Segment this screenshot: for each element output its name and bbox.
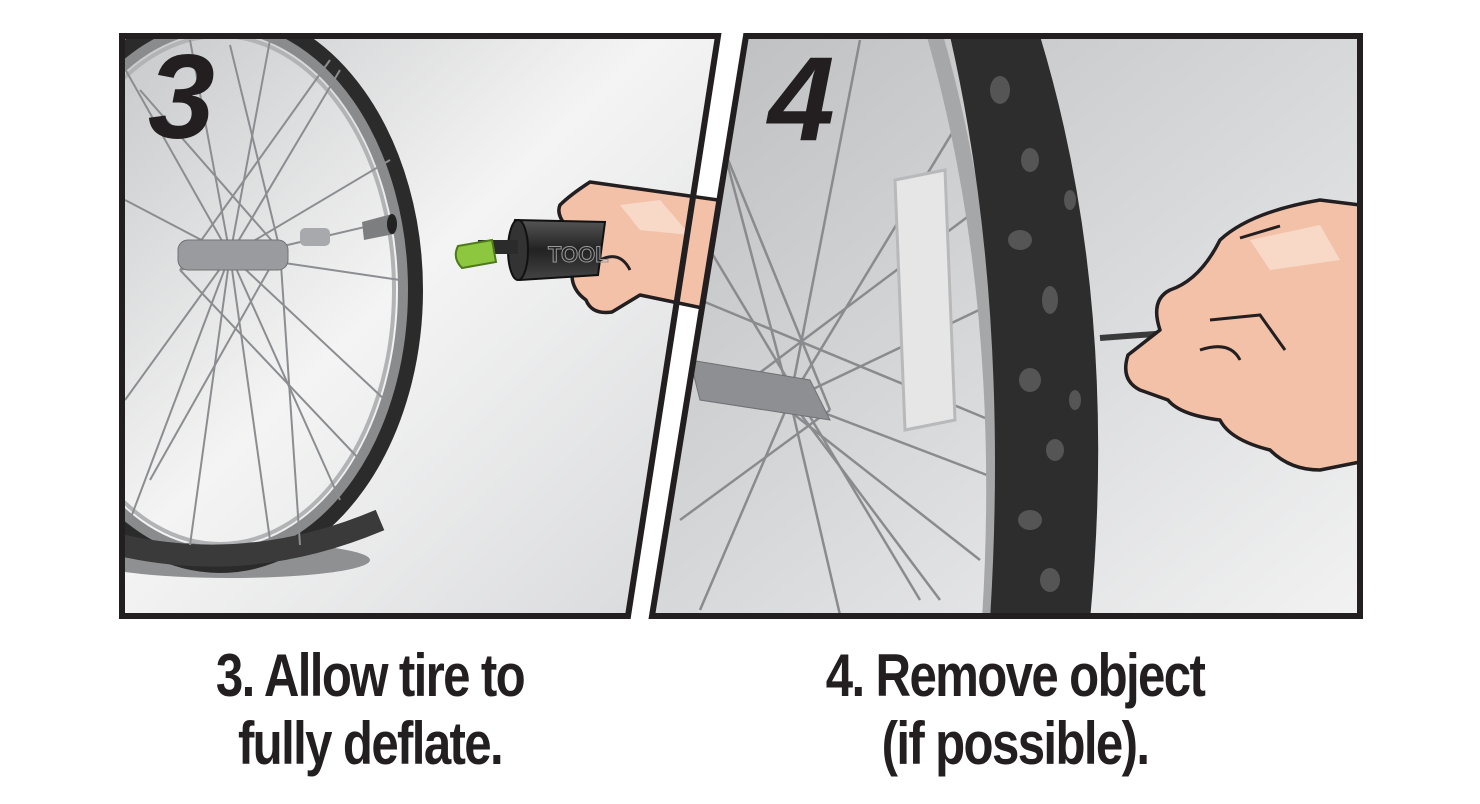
hand-with-valve-tool: TOOL bbox=[454, 180, 720, 315]
panel-step-3: TOOL 3 bbox=[119, 30, 722, 619]
hand-removing-nail bbox=[1099, 198, 1362, 472]
panel-border-3 bbox=[119, 33, 722, 619]
caption-step-3: 3. Allow tire to fully deflate. bbox=[157, 642, 583, 778]
caption-step-4: 4. Remove object (if possible). bbox=[773, 642, 1257, 778]
caption-step-4-line-2: (if possible). bbox=[881, 710, 1150, 777]
flat-wheel-illustration bbox=[122, 36, 423, 578]
caption-step-4-line-1: 4. Remove object bbox=[825, 642, 1206, 709]
panel-step-4: 4 bbox=[648, 32, 1363, 619]
tool-label: TOOL bbox=[548, 242, 609, 267]
caption-step-3-line-2: fully deflate. bbox=[237, 710, 504, 777]
knobby-wheel-illustration bbox=[678, 36, 1099, 616]
instruction-illustrations: TOOL 3 bbox=[119, 30, 1363, 619]
panel-border-4 bbox=[648, 33, 1363, 619]
step-number-3: 3 bbox=[148, 30, 215, 164]
step-number-4: 4 bbox=[766, 32, 835, 166]
caption-step-3-line-1: 3. Allow tire to bbox=[215, 642, 526, 709]
